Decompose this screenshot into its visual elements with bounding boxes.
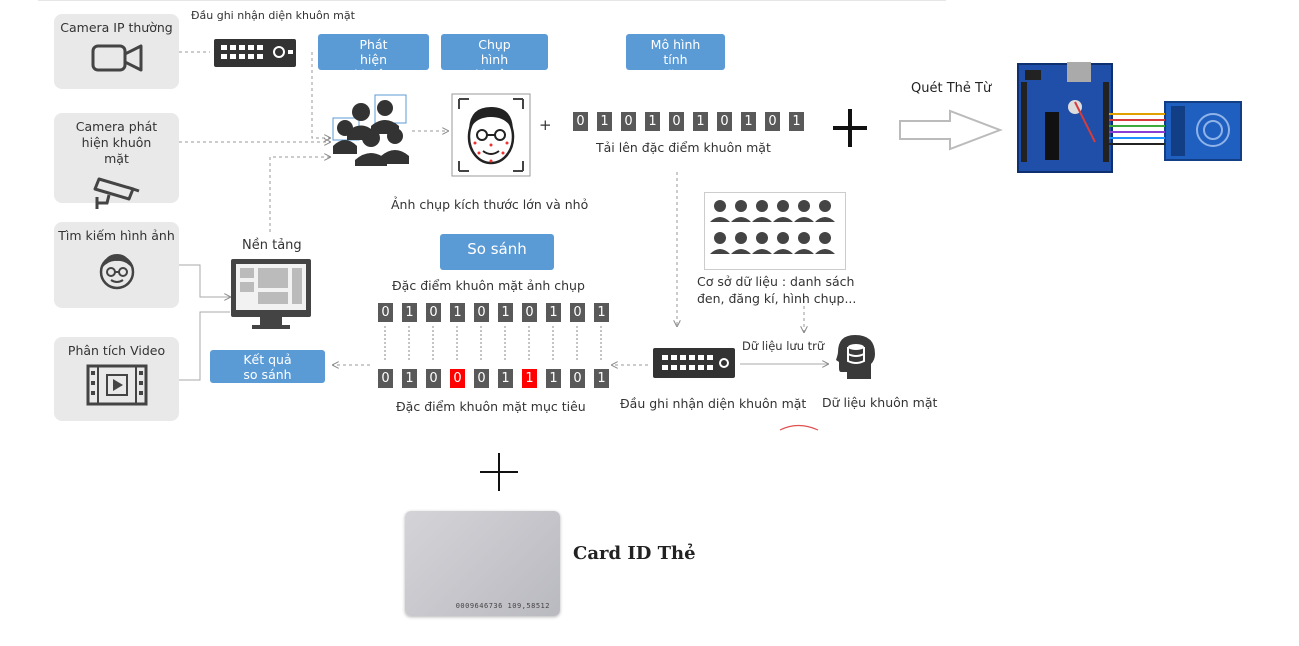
recorder-top-label: Đầu ghi nhận diện khuôn mặt xyxy=(191,9,355,22)
tag-detect-face: Phát hiện khuôn mặt xyxy=(318,34,429,97)
head-database-icon xyxy=(836,335,875,379)
database-crowd-icon xyxy=(710,200,835,254)
tag-compare: So sánh xyxy=(440,234,554,270)
source-label: Phân tích Video xyxy=(67,343,166,358)
code-digit: 1 xyxy=(594,369,609,388)
code-digit: 1 xyxy=(693,112,708,131)
plus-icon-right xyxy=(833,109,867,147)
source-label: Camera phát hiện khuôn mặt xyxy=(75,119,158,166)
upload-features-label: Tải lên đặc điểm khuôn mặt xyxy=(596,140,771,155)
face-icon xyxy=(99,254,134,290)
source-label: Tìm kiếm hình ảnh xyxy=(58,228,175,243)
plus-sign-small: + xyxy=(539,116,552,134)
nvr-device-bottom-icon xyxy=(653,348,735,378)
code-digit: 1 xyxy=(546,303,561,322)
code-digit: 0 xyxy=(450,369,465,388)
code-digit: 1 xyxy=(789,112,804,131)
rfid-card: 0009646736 109,58512 xyxy=(405,511,560,616)
code-digit: 1 xyxy=(402,303,417,322)
recorder-bottom-label: Đầu ghi nhận diện khuôn mặt xyxy=(620,396,807,411)
code-digit: 0 xyxy=(378,369,393,388)
code-digit: 0 xyxy=(717,112,732,131)
face-capture-icon xyxy=(451,93,531,177)
video-camera-icon xyxy=(91,44,142,72)
plus-icon-bottom xyxy=(480,453,518,491)
source-video-analysis: Phân tích Video xyxy=(54,337,179,421)
card-number: 0009646736 109,58512 xyxy=(455,602,550,610)
captured-features-label: Đặc điểm khuôn mặt ảnh chụp xyxy=(392,278,585,293)
crowd-detection-icon xyxy=(332,94,409,166)
code-digit: 0 xyxy=(474,369,489,388)
platform-label: Nền tảng xyxy=(242,238,302,253)
platform-monitor-icon xyxy=(231,259,311,329)
arduino-rfid-icon xyxy=(1017,62,1242,173)
database-label: Cơ sở dữ liệu : danh sách đen, đăng kí, … xyxy=(697,274,857,306)
code-digit: 0 xyxy=(378,303,393,322)
tag-compare-result: Kết quả so sánh xyxy=(210,350,325,383)
code-digit: 0 xyxy=(522,303,537,322)
target-features-label: Đặc điểm khuôn mặt mục tiêu xyxy=(396,399,586,414)
code-digit: 0 xyxy=(426,303,441,322)
code-digit: 0 xyxy=(474,303,489,322)
code-digit: 0 xyxy=(573,112,588,131)
tag-capture-face: Chụp hình khuôn mặt xyxy=(441,34,548,97)
tag-feature-model: Mô hình tính năng xyxy=(626,34,725,82)
card-id-label: Card ID Thẻ xyxy=(573,543,696,564)
code-digit: 1 xyxy=(498,369,513,388)
code-digit: 0 xyxy=(570,369,585,388)
storage-data-label: Dữ liệu lưu trữ xyxy=(742,339,825,353)
code-digit: 0 xyxy=(669,112,684,131)
source-camera-face: Camera phát hiện khuôn mặt xyxy=(54,113,179,209)
code-digit: 1 xyxy=(402,369,417,388)
code-digit: 1 xyxy=(450,303,465,322)
code-digit: 0 xyxy=(621,112,636,131)
code-digit: 1 xyxy=(546,369,561,388)
photo-sizes-label: Ảnh chụp kích thước lớn và nhỏ xyxy=(391,197,589,212)
nvr-device-icon xyxy=(214,39,296,67)
code-digit: 1 xyxy=(741,112,756,131)
cctv-camera-icon xyxy=(93,177,139,209)
source-camera-ip: Camera IP thường xyxy=(54,14,179,89)
source-label: Camera IP thường xyxy=(60,20,173,35)
code-digit: 0 xyxy=(426,369,441,388)
code-digit: 1 xyxy=(522,369,537,388)
scan-card-label: Quét Thẻ Từ xyxy=(911,81,992,96)
film-play-icon xyxy=(86,364,147,406)
code-digit: 1 xyxy=(594,303,609,322)
code-digit: 1 xyxy=(645,112,660,131)
code-digit: 1 xyxy=(498,303,513,322)
face-data-label: Dữ liệu khuôn mặt xyxy=(822,395,938,410)
source-image-search: Tìm kiếm hình ảnh xyxy=(54,222,179,308)
code-digit: 1 xyxy=(597,112,612,131)
code-digit: 0 xyxy=(765,112,780,131)
code-digit: 0 xyxy=(570,303,585,322)
